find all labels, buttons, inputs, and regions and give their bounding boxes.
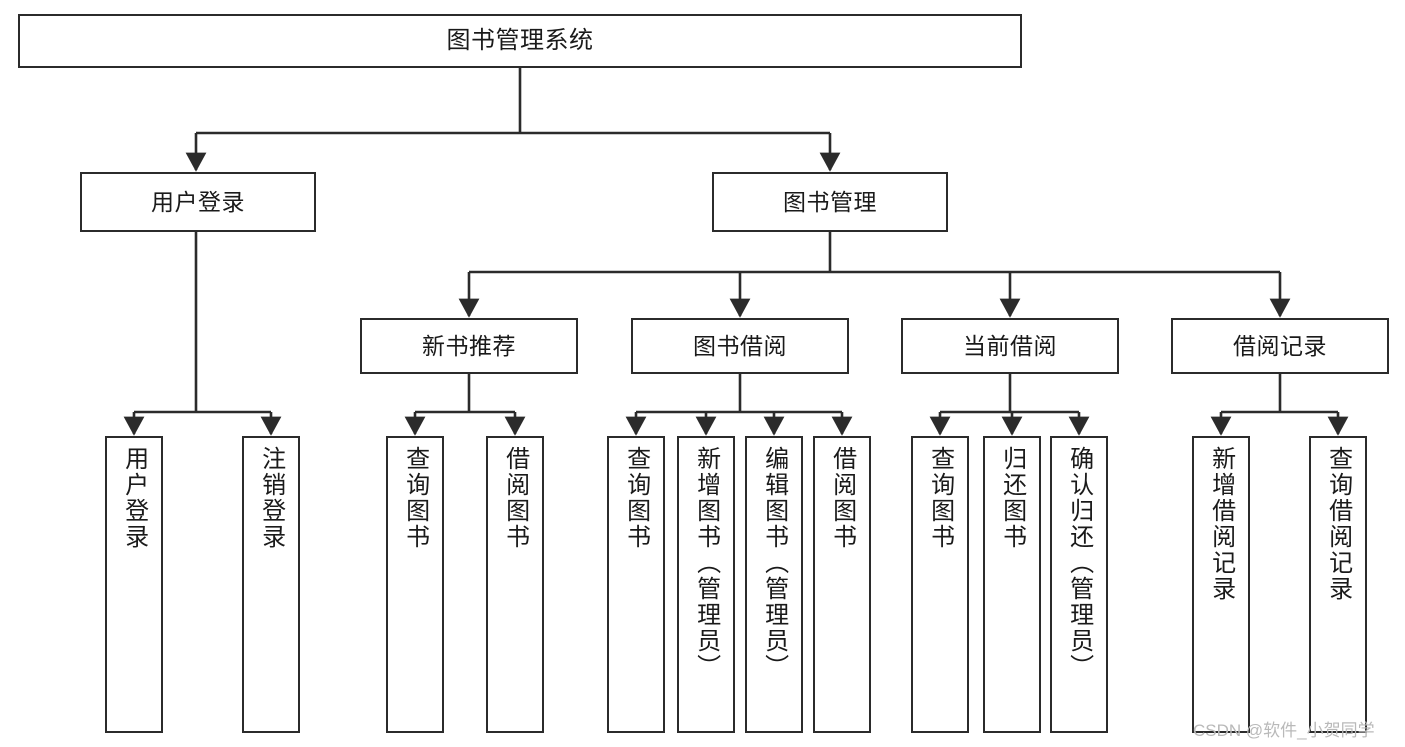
node-leaf-edit-book-label: 编辑图书（管理员） xyxy=(760,446,788,680)
node-borrow-record-label: 借阅记录 xyxy=(1233,332,1327,359)
node-leaf-query-book-2[interactable]: 查询图书 xyxy=(607,436,665,733)
node-current-borrow-label: 当前借阅 xyxy=(963,332,1057,359)
node-leaf-query-book-1[interactable]: 查询图书 xyxy=(386,436,444,733)
node-new-book-recommend[interactable]: 新书推荐 xyxy=(360,318,578,374)
node-leaf-borrow-book-1[interactable]: 借阅图书 xyxy=(486,436,544,733)
node-book-borrow[interactable]: 图书借阅 xyxy=(631,318,849,374)
node-leaf-borrow-book-2-label: 借阅图书 xyxy=(828,446,856,550)
node-borrow-record[interactable]: 借阅记录 xyxy=(1171,318,1389,374)
node-leaf-add-record[interactable]: 新增借阅记录 xyxy=(1192,436,1250,733)
csdn-watermark: CSDN @软件_小贺同学 xyxy=(1193,721,1375,740)
node-book-manage[interactable]: 图书管理 xyxy=(712,172,948,232)
node-user-login[interactable]: 用户登录 xyxy=(80,172,316,232)
node-leaf-user-login[interactable]: 用户登录 xyxy=(105,436,163,733)
node-leaf-confirm-return-label: 确认归还（管理员） xyxy=(1065,446,1093,680)
node-leaf-return-book-label: 归还图书 xyxy=(998,446,1026,550)
node-leaf-query-record[interactable]: 查询借阅记录 xyxy=(1309,436,1367,733)
node-leaf-add-book-label: 新增图书（管理员） xyxy=(692,446,720,680)
node-leaf-query-book-3[interactable]: 查询图书 xyxy=(911,436,969,733)
node-leaf-confirm-return[interactable]: 确认归还（管理员） xyxy=(1050,436,1108,733)
node-user-login-label: 用户登录 xyxy=(151,188,245,215)
node-book-borrow-label: 图书借阅 xyxy=(693,332,787,359)
node-leaf-edit-book[interactable]: 编辑图书（管理员） xyxy=(745,436,803,733)
node-leaf-return-book[interactable]: 归还图书 xyxy=(983,436,1041,733)
node-root-system-label: 图书管理系统 xyxy=(446,27,594,55)
node-new-book-recommend-label: 新书推荐 xyxy=(422,332,516,359)
node-book-manage-label: 图书管理 xyxy=(783,188,877,215)
node-leaf-add-book[interactable]: 新增图书（管理员） xyxy=(677,436,735,733)
node-leaf-borrow-book-1-label: 借阅图书 xyxy=(501,446,529,550)
node-current-borrow[interactable]: 当前借阅 xyxy=(901,318,1119,374)
node-leaf-borrow-book-2[interactable]: 借阅图书 xyxy=(813,436,871,733)
node-leaf-logout[interactable]: 注销登录 xyxy=(242,436,300,733)
node-root-system[interactable]: 图书管理系统 xyxy=(18,14,1022,68)
node-leaf-logout-label: 注销登录 xyxy=(257,446,285,550)
node-leaf-query-record-label: 查询借阅记录 xyxy=(1324,446,1352,602)
node-leaf-add-record-label: 新增借阅记录 xyxy=(1207,446,1235,602)
node-leaf-query-book-1-label: 查询图书 xyxy=(401,446,429,550)
node-leaf-query-book-2-label: 查询图书 xyxy=(622,446,650,550)
node-leaf-query-book-3-label: 查询图书 xyxy=(926,446,954,550)
node-leaf-user-login-label: 用户登录 xyxy=(120,446,148,550)
